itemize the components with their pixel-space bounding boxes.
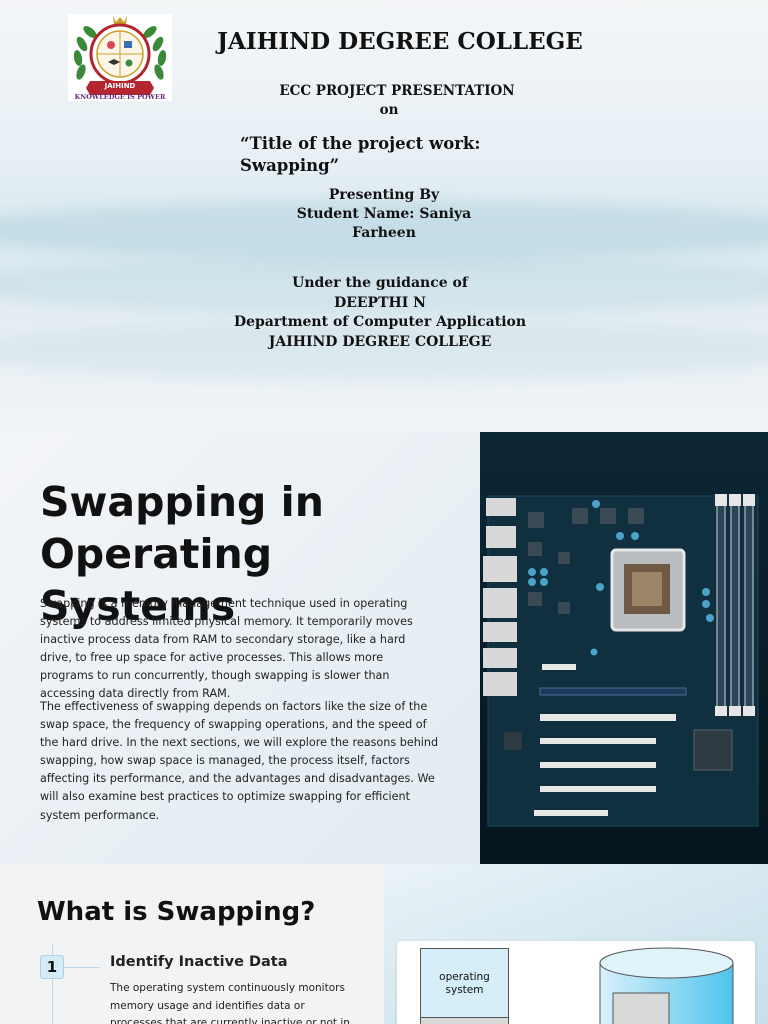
project-title: “Title of the project work: Swapping”	[240, 134, 481, 175]
college-name: JAIHIND DEGREE COLLEGE	[217, 28, 583, 55]
presentation-label: ECC PROJECT PRESENTATION	[279, 83, 515, 99]
what-is-swapping-slide: What is Swapping? 1 Identify Inactive Da…	[0, 864, 768, 1024]
intro-paragraph: Swapping is a memory management techniqu…	[40, 597, 413, 701]
detail-paragraph: The effectiveness of swapping depends on…	[40, 700, 439, 822]
logo-banner-text: JAIHIND	[104, 82, 136, 90]
swap-diagram-card: operating system	[397, 941, 755, 1024]
guidance-block: Under the guidance of DEEPTHI N Departme…	[230, 274, 530, 352]
slide-heading: Swapping in Operating Systems	[40, 478, 324, 630]
intro-slide: Swapping in Operating Systems Swapping i…	[0, 432, 768, 864]
step-connector	[64, 967, 100, 968]
step-number-badge: 1	[40, 955, 64, 979]
haze-band	[0, 320, 768, 380]
os-memory-box: operating system	[420, 948, 509, 1018]
left-panel	[0, 864, 384, 1024]
motherboard-icon	[480, 432, 768, 864]
title-slide: JAIHIND KNOWLEDGE IS POWER JAIHIND DEGRE…	[0, 0, 768, 432]
step-text: The operating system continuously monito…	[110, 982, 350, 1024]
user-memory-box	[420, 1018, 509, 1024]
on-label: on	[379, 102, 399, 118]
student-name: Student Name: Saniya Farheen	[296, 206, 472, 241]
timeline-line	[52, 944, 53, 1024]
presenter-block: Presenting By Student Name: Saniya Farhe…	[280, 186, 488, 243]
motherboard-image	[480, 432, 768, 864]
logo-motto: KNOWLEDGE IS POWER	[74, 93, 166, 101]
department-name: Department of Computer Application	[233, 314, 527, 330]
step-title: Identify Inactive Data	[110, 954, 288, 970]
slide-heading: What is Swapping?	[37, 897, 316, 927]
college-logo: JAIHIND KNOWLEDGE IS POWER	[68, 14, 172, 101]
guide-name: DEEPTHI N	[334, 294, 426, 311]
college-emblem-icon	[73, 16, 167, 95]
guidance-label: Under the guidance of	[292, 275, 468, 291]
disk-cylinder-icon	[599, 947, 734, 1024]
haze-band	[0, 255, 768, 315]
haze-band	[0, 200, 768, 260]
presenting-by-label: Presenting By	[328, 187, 440, 203]
college-footer: JAIHIND DEGREE COLLEGE	[268, 333, 492, 350]
